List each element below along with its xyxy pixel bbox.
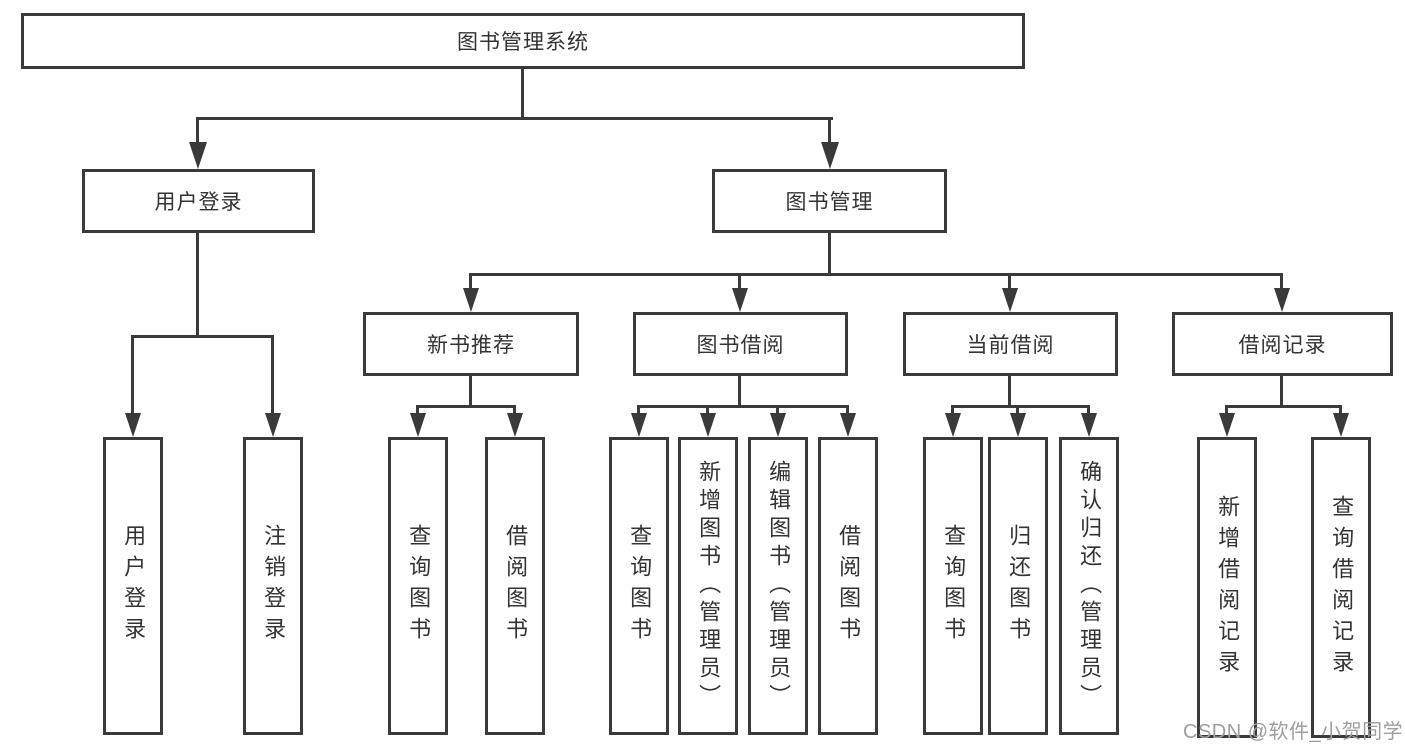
leaf-recommend-query-books: 查询图书 bbox=[388, 437, 448, 735]
leaf-records-query-record: 查询借阅记录 bbox=[1311, 437, 1371, 738]
connector-line bbox=[706, 405, 709, 417]
leaf-label: 借阅图书 bbox=[836, 524, 862, 648]
connector-line bbox=[469, 273, 1283, 276]
node-user-login: 用户登录 bbox=[82, 169, 315, 233]
leaf-label: 查询图书 bbox=[627, 524, 653, 648]
leaf-label: 编辑图书（管理员） bbox=[766, 460, 792, 712]
connector-line bbox=[521, 66, 524, 120]
connector-line bbox=[776, 405, 779, 417]
connector-line bbox=[1008, 373, 1011, 408]
leaf-borrow-edit-books-admin: 编辑图书（管理员） bbox=[748, 437, 808, 735]
connector-line bbox=[738, 373, 741, 408]
arrow-down-icon bbox=[1333, 413, 1349, 437]
arrow-down-icon bbox=[770, 413, 786, 437]
arrow-down-icon bbox=[821, 142, 839, 169]
leaf-label: 新增图书（管理员） bbox=[696, 460, 722, 712]
connector-line bbox=[828, 230, 831, 276]
leaf-borrow-add-books-admin: 新增图书（管理员） bbox=[678, 437, 738, 735]
arrow-down-icon bbox=[1010, 413, 1026, 437]
leaf-label: 新增借阅记录 bbox=[1215, 494, 1241, 681]
connector-line bbox=[1280, 373, 1283, 408]
connector-line bbox=[196, 230, 199, 338]
arrow-down-icon bbox=[631, 413, 647, 437]
arrow-down-icon bbox=[265, 413, 281, 437]
node-label: 借阅记录 bbox=[1238, 334, 1327, 357]
connector-line bbox=[1016, 405, 1019, 417]
connector-line bbox=[196, 117, 199, 147]
connector-line bbox=[416, 405, 419, 417]
node-label: 图书管理系统 bbox=[457, 31, 589, 54]
leaf-current-confirm-return-admin: 确认归还（管理员） bbox=[1059, 437, 1119, 735]
connector-line bbox=[196, 117, 833, 120]
leaf-label: 用户登录 bbox=[121, 524, 147, 648]
arrow-down-icon bbox=[410, 413, 426, 437]
connector-line bbox=[951, 405, 954, 417]
arrow-down-icon bbox=[840, 413, 856, 437]
node-current-borrow: 当前借阅 bbox=[903, 312, 1118, 376]
arrow-down-icon bbox=[1219, 413, 1235, 437]
arrow-down-icon bbox=[125, 413, 141, 437]
node-book-management: 图书管理 bbox=[712, 169, 947, 233]
arrow-down-icon bbox=[189, 142, 207, 169]
arrow-down-icon bbox=[1081, 413, 1097, 437]
arrow-down-icon bbox=[507, 413, 523, 437]
node-borrow-records: 借阅记录 bbox=[1172, 312, 1393, 376]
leaf-label: 归还图书 bbox=[1006, 524, 1032, 648]
connector-line bbox=[1280, 273, 1283, 291]
node-library-management-system: 图书管理系统 bbox=[21, 13, 1025, 69]
leaf-label: 查询图书 bbox=[406, 524, 432, 648]
leaf-records-add-record: 新增借阅记录 bbox=[1197, 437, 1257, 738]
arrow-down-icon bbox=[1002, 288, 1018, 312]
leaf-current-query-books: 查询图书 bbox=[923, 437, 983, 735]
node-label: 图书管理 bbox=[785, 191, 874, 214]
node-book-borrow: 图书借阅 bbox=[633, 312, 848, 376]
leaf-recommend-borrow-books: 借阅图书 bbox=[485, 437, 545, 735]
node-label: 图书借阅 bbox=[696, 334, 785, 357]
arrow-down-icon bbox=[945, 413, 961, 437]
arrow-down-icon bbox=[1274, 288, 1290, 312]
connector-line bbox=[469, 373, 472, 408]
connector-line bbox=[738, 273, 741, 291]
connector-line bbox=[637, 405, 849, 408]
arrow-down-icon bbox=[732, 288, 748, 312]
node-label: 当前借阅 bbox=[966, 334, 1055, 357]
connector-line bbox=[131, 335, 134, 417]
leaf-label: 借阅图书 bbox=[503, 524, 529, 648]
connector-line bbox=[828, 117, 831, 147]
connector-line bbox=[1339, 405, 1342, 417]
node-label: 新书推荐 bbox=[427, 334, 515, 357]
csdn-watermark: CSDN @软件_小贺同学 bbox=[1183, 721, 1404, 743]
leaf-borrow-borrow-books: 借阅图书 bbox=[818, 437, 878, 735]
connector-line bbox=[416, 405, 516, 408]
leaf-label: 注销登录 bbox=[261, 524, 287, 648]
connector-line bbox=[271, 335, 274, 417]
leaf-borrow-query-books: 查询图书 bbox=[609, 437, 669, 735]
connector-line bbox=[1225, 405, 1228, 417]
connector-line bbox=[1008, 273, 1011, 291]
connector-line bbox=[469, 273, 472, 291]
leaf-label: 查询图书 bbox=[941, 524, 967, 648]
leaf-label: 确认归还（管理员） bbox=[1077, 460, 1103, 712]
connector-line bbox=[1225, 405, 1342, 408]
connector-line bbox=[951, 405, 1090, 408]
arrow-down-icon bbox=[463, 288, 479, 312]
leaf-user-login: 用户登录 bbox=[103, 437, 163, 735]
leaf-current-return-books: 归还图书 bbox=[988, 437, 1048, 735]
arrow-down-icon bbox=[700, 413, 716, 437]
leaf-logout: 注销登录 bbox=[243, 437, 303, 735]
node-label: 用户登录 bbox=[154, 191, 243, 214]
connector-line bbox=[513, 405, 516, 417]
connector-line bbox=[637, 405, 640, 417]
connector-line bbox=[846, 405, 849, 417]
connector-line bbox=[131, 335, 274, 338]
leaf-label: 查询借阅记录 bbox=[1329, 494, 1355, 681]
node-new-book-recommend: 新书推荐 bbox=[363, 312, 579, 376]
connector-line bbox=[1087, 405, 1090, 417]
